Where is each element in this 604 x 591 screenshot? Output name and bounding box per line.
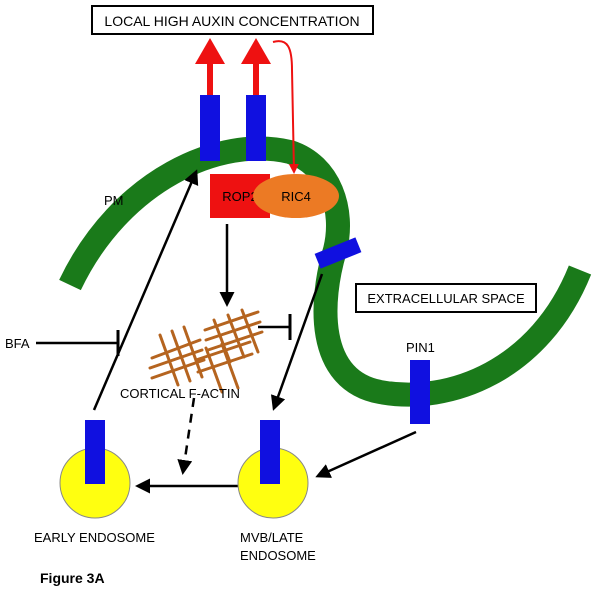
pin1-transporter-tilted: [314, 237, 362, 269]
mvb-label-line1: MVB/LATE: [240, 530, 304, 545]
auxin-efflux-arrow-right: [241, 38, 271, 96]
pin1-label: PIN1: [406, 340, 435, 355]
actin-dashed-arrow: [177, 397, 196, 475]
early-endosome-label: EARLY ENDOSOME: [34, 530, 155, 545]
figure-caption: Figure 3A: [40, 570, 105, 586]
lower-pin1-to-mvb-arrow: [315, 430, 417, 478]
ric4-label: RIC4: [281, 189, 311, 204]
pm-label: PM: [104, 193, 124, 208]
pin1-transporter-pm-right: [246, 95, 266, 161]
bfa-label: BFA: [5, 336, 30, 351]
extracellular-space-box: [355, 283, 537, 313]
mvb-label-line2: ENDOSOME: [240, 548, 316, 563]
auxin-concentration-box: [91, 5, 374, 35]
extracellular-space-label: EXTRACELLULAR SPACE: [367, 291, 525, 306]
pin1-to-mvb-arrow: [270, 273, 324, 411]
cortical-f-actin-label: CORTICAL F-ACTIN: [120, 386, 240, 401]
pin1-transporter-pm-left: [200, 95, 220, 161]
auxin-to-ric4-arrow: [272, 40, 299, 174]
ric4-ellipse: [253, 174, 339, 218]
mvb-pin1: [260, 420, 280, 484]
auxin-efflux-arrow-left: [195, 38, 225, 96]
auxin-concentration-label: LOCAL HIGH AUXIN CONCENTRATION: [104, 13, 359, 29]
pin1-transporter-lower: [410, 360, 430, 424]
early-endosome-to-pm-arrow: [92, 169, 199, 411]
cortical-f-actin: [148, 308, 264, 394]
rop2-label: ROP2: [222, 189, 257, 204]
early-endosome-pin1: [85, 420, 105, 484]
